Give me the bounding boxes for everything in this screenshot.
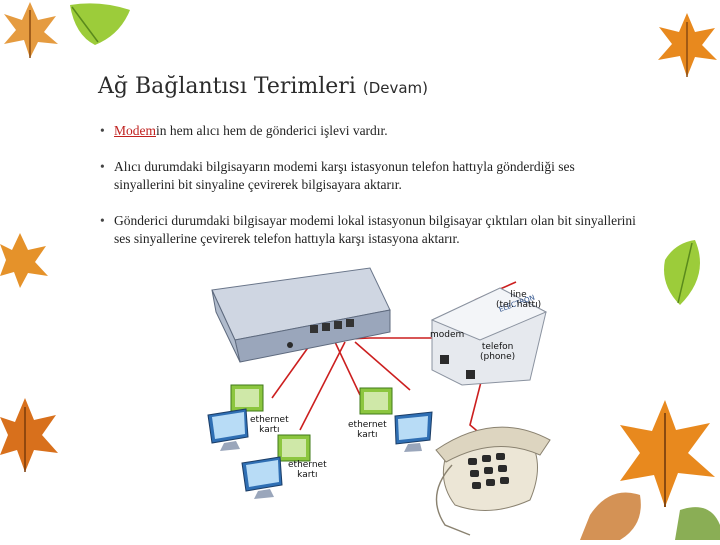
bullet-list: • Modemin hem alıcı hem de gönderici işl…: [98, 122, 638, 266]
telephone-icon: [436, 427, 550, 535]
title-text: Ağ Bağlantısı Terimleri: [98, 74, 356, 99]
orange-leaf-icon: [570, 395, 720, 540]
line-label-line: line: [496, 290, 541, 300]
ethernet-label-3-line: kartı: [348, 430, 387, 440]
ethernet-label-3-line: ethernet: [348, 420, 387, 430]
green-leaf-icon: [60, 0, 140, 60]
line-label: line(tel. hattı): [496, 290, 541, 310]
telefon-label-line: telefon: [480, 342, 515, 352]
cable-phone: [470, 378, 482, 435]
cable-pc3: [300, 342, 345, 430]
ethernet-label-2-line: ethernet: [288, 460, 327, 470]
bullet-dot-icon: •: [100, 158, 105, 176]
cable-pc4: [355, 342, 410, 390]
ethernet-label-2-line: kartı: [288, 470, 327, 480]
ethernet-label-1-line: kartı: [250, 425, 289, 435]
bullet-item: • Gönderici durumdaki bilgisayar modemi …: [98, 212, 638, 248]
green-leaf-icon: [640, 235, 710, 315]
orange-leaf-icon: [655, 10, 720, 80]
router-icon: [212, 268, 390, 362]
bullet-item: • Modemin hem alıcı hem de gönderici işl…: [98, 122, 638, 140]
green-leaf-icon: [0, 0, 60, 60]
bullet-text: Alıcı durumdaki bilgisayarın modemi karş…: [114, 159, 575, 192]
modem-link[interactable]: Modem: [114, 123, 156, 138]
brown-leaf-icon: [0, 395, 60, 475]
title-suffix: (Devam): [363, 79, 428, 97]
bullet-text: in hem alıcı hem de gönderici işlevi var…: [156, 123, 388, 138]
ethernet-label-1-line: ethernet: [250, 415, 289, 425]
orange-leaf-icon: [0, 230, 50, 290]
telefon-label: telefon(phone): [480, 342, 515, 362]
bullet-item: • Alıcı durumdaki bilgisayarın modemi ka…: [98, 158, 638, 194]
line-label-line: (tel. hattı): [496, 300, 541, 310]
bullet-dot-icon: •: [100, 122, 105, 140]
modem-label: modem: [430, 330, 464, 340]
network-figure: ELECTRON: [200, 250, 562, 540]
telefon-label-line: (phone): [480, 352, 515, 362]
page-title: Ağ Bağlantısı Terimleri (Devam): [98, 74, 428, 99]
bullet-dot-icon: •: [100, 212, 105, 230]
bullet-text: Gönderici durumdaki bilgisayar modemi lo…: [114, 213, 636, 246]
modem-label-line: modem: [430, 330, 464, 340]
cable-pc2: [335, 342, 360, 395]
